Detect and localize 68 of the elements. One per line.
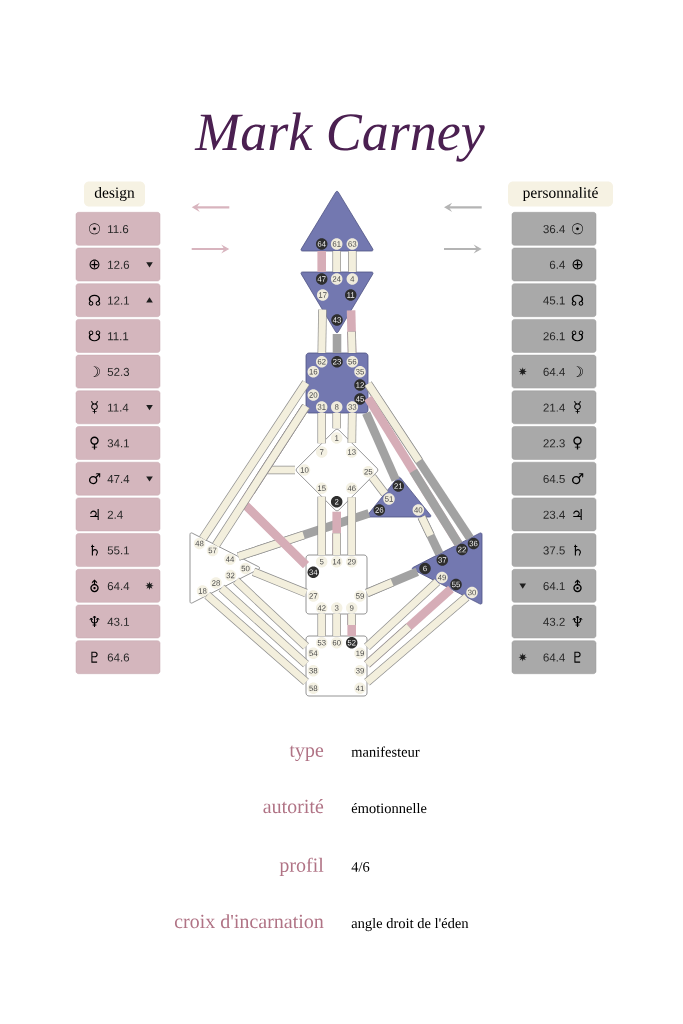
position-row: 64.4 ☽ <box>511 354 597 389</box>
channel-band <box>347 614 356 636</box>
position-row: 64.4 ♇ <box>511 640 597 674</box>
position-row: ☊ 12.1 <box>75 283 161 317</box>
position-row: ⊕ 12.6 <box>75 247 161 282</box>
channel-band <box>346 310 357 354</box>
channel-band <box>347 497 356 555</box>
title: Mark Carney <box>194 112 485 162</box>
channel-band <box>332 251 341 272</box>
channel-band <box>347 412 357 443</box>
channel-band <box>417 515 444 556</box>
channel-band <box>233 577 309 650</box>
field-value: angle droit de l'éden <box>351 917 469 932</box>
channel-band <box>362 411 400 482</box>
channel-band <box>332 511 341 555</box>
position-row: ♄ 55.1 <box>75 533 161 567</box>
channel-band <box>199 380 310 541</box>
position-row: 26.1 ☋ <box>511 319 597 353</box>
position-row: 45.1 ☊ <box>511 283 597 317</box>
channel-band <box>365 567 419 597</box>
channel-band <box>317 309 327 354</box>
position-row: ⛢ 64.4 <box>75 569 161 603</box>
position-row: ☿ 11.4 <box>75 390 161 425</box>
position-row: ♇ 64.6 <box>75 640 161 674</box>
channel-band <box>317 614 326 636</box>
position-row: ☽ 52.3 <box>75 354 161 389</box>
channel-band <box>364 381 474 541</box>
channel-band <box>332 413 341 429</box>
field-label: type <box>289 745 324 761</box>
position-row: 36.4 ☉ <box>511 212 597 246</box>
field-label: profil <box>279 857 324 876</box>
channel-band <box>212 403 310 548</box>
position-row: 23.4 ♃ <box>511 497 597 532</box>
channel-band <box>364 585 454 668</box>
position-row: ☋ 11.1 <box>75 319 161 353</box>
field-label: autorité <box>263 799 324 814</box>
channel-band <box>317 251 326 272</box>
channel-band <box>204 592 309 686</box>
channel-band <box>364 395 463 547</box>
channel-band <box>364 593 470 686</box>
position-row: ♀ 34.1 <box>75 426 161 460</box>
channel-band <box>317 413 326 444</box>
channel-band <box>364 578 441 650</box>
channel-band <box>218 584 309 668</box>
channel-band <box>368 474 389 497</box>
field-label: croix d'incarnation <box>174 914 324 929</box>
channel-band <box>251 567 308 598</box>
position-row: 21.4 ☿ <box>511 390 597 425</box>
position-row: ♆ 43.1 <box>75 604 161 639</box>
column-header: design <box>84 181 145 207</box>
field-value: 4/6 <box>351 862 370 872</box>
channel-band <box>237 509 371 561</box>
channel-band <box>348 251 357 272</box>
position-row: 22.3 ♀ <box>511 426 597 460</box>
position-row: 43.2 ♆ <box>511 604 597 639</box>
channel-band <box>332 614 341 636</box>
position-row: 64.1 ⛢ <box>511 569 597 603</box>
channel-band <box>332 334 342 353</box>
position-row: ☉ 11.6 <box>75 212 161 246</box>
column-header: personnalité <box>508 181 613 207</box>
position-row: 64.5 ♂ <box>511 461 597 496</box>
field-value: manifesteur <box>351 746 420 757</box>
field-value: émotionnelle <box>351 802 427 814</box>
channel-band <box>317 496 326 555</box>
position-row: ♂ 47.4 <box>75 461 161 496</box>
position-row: ♃ 2.4 <box>75 497 161 532</box>
position-row: 6.4 ⊕ <box>511 247 597 282</box>
position-row: 37.5 ♄ <box>511 533 597 567</box>
